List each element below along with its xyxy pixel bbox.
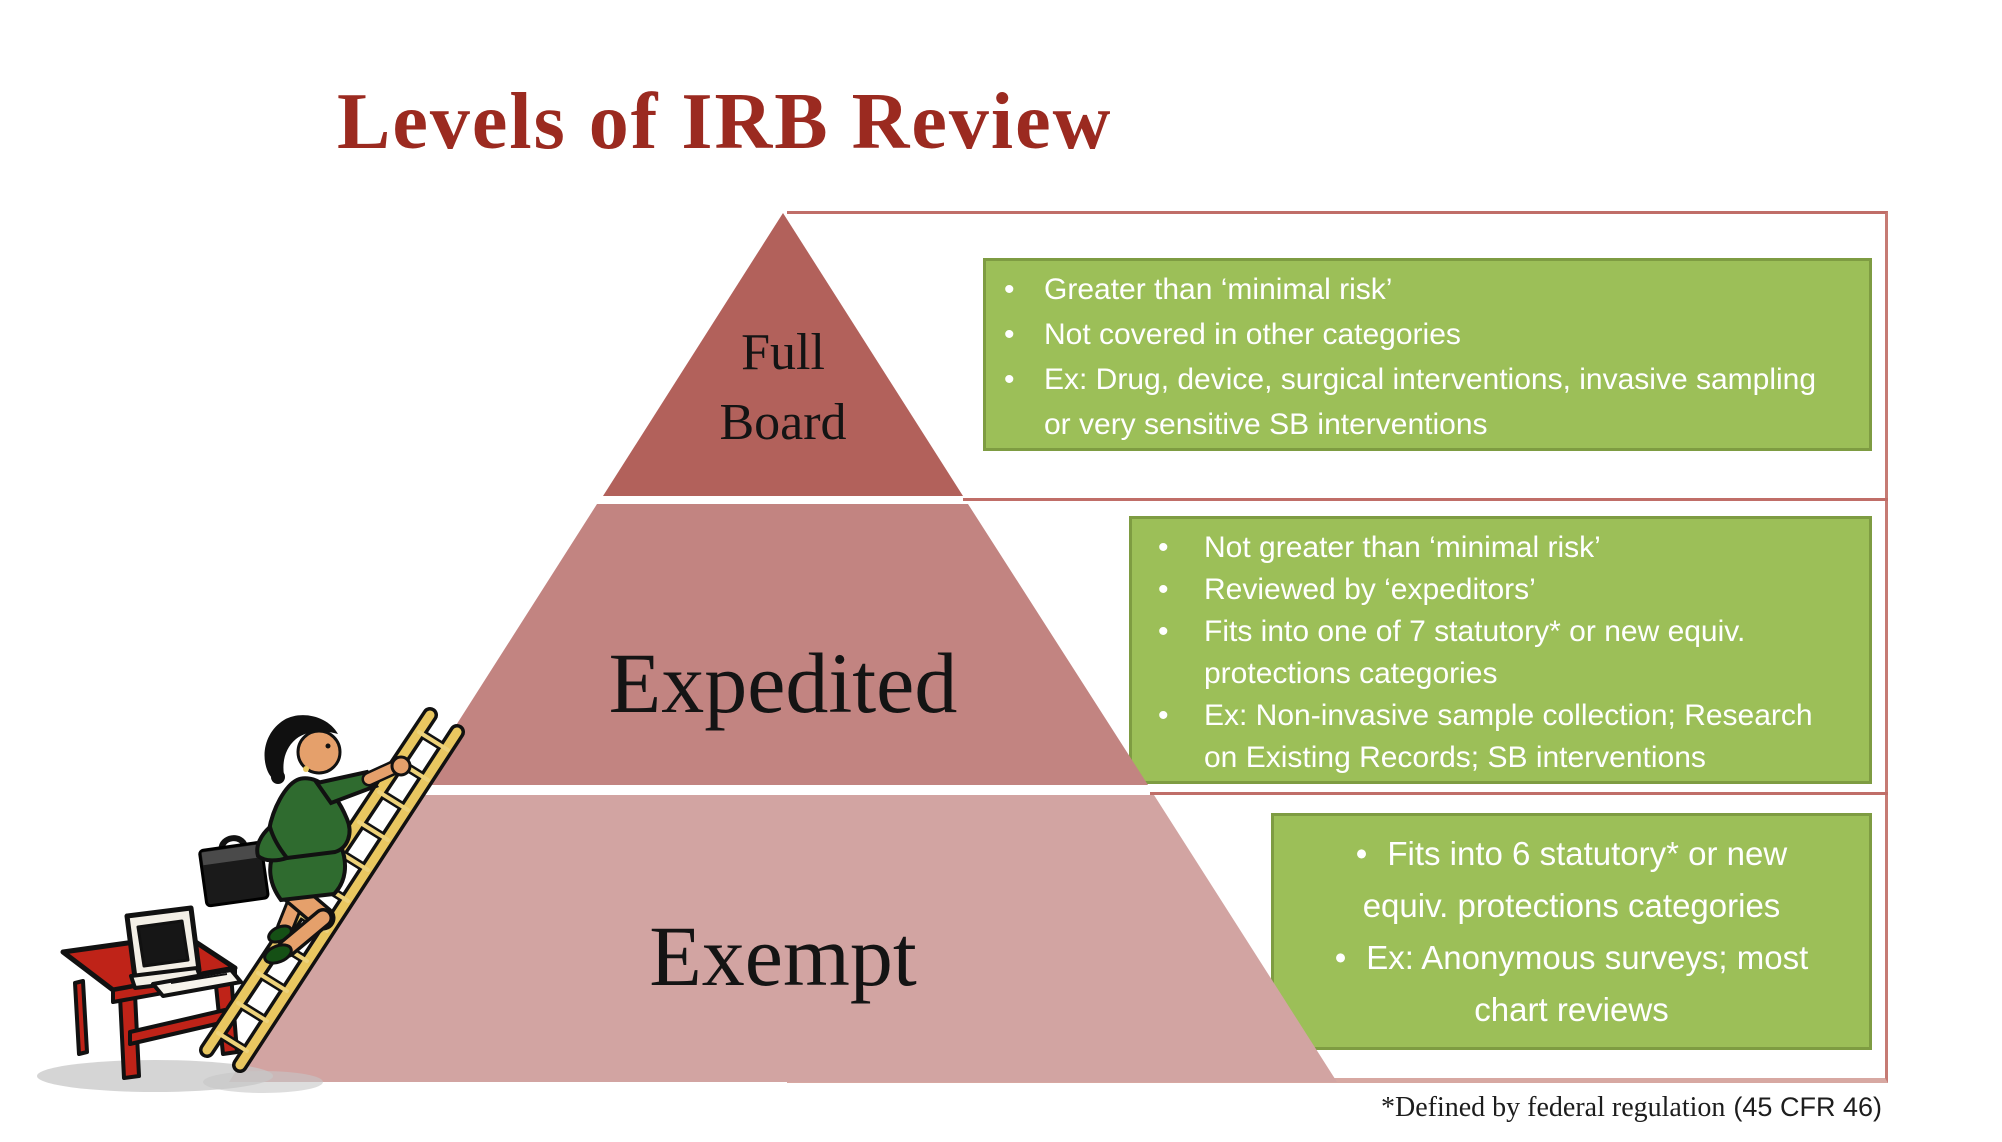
bullet-item: Ex: Anonymous surveys; most chart review… [1274, 932, 1869, 1036]
hair [264, 715, 338, 783]
sleeve [313, 769, 380, 806]
callout-full-board-list: Greater than ‘minimal risk’ Not covered … [986, 261, 1869, 447]
frame-divider-expedited [1150, 792, 1888, 795]
pyramid-level-exempt [229, 795, 1337, 1082]
frame-divider-full-board [963, 498, 1888, 501]
pyramid-level-expedited [418, 504, 1148, 785]
callout-expedited: Not greater than ‘minimal risk’ Reviewed… [1129, 516, 1872, 784]
ladder-shadow [203, 1071, 323, 1093]
callout-full-board: Greater than ‘minimal risk’ Not covered … [983, 258, 1872, 451]
slide-title: Levels of IRB Review [337, 78, 1113, 166]
bullet-item: Greater than ‘minimal risk’ [986, 267, 1869, 312]
computer [124, 905, 243, 998]
computer-screen [136, 919, 190, 968]
footnote-text: *Defined by federal regulation [1381, 1092, 1726, 1123]
bullet-item: Fits into one of 7 statutory* or new equ… [1132, 611, 1869, 695]
bullet-item: Fits into 6 statutory* or new equiv. pro… [1274, 828, 1869, 932]
callout-exempt-list: Fits into 6 statutory* or new equiv. pro… [1274, 816, 1869, 1036]
pyramid-level-full-board [603, 213, 963, 496]
bullet-item: Reviewed by ‘expeditors’ [1132, 569, 1869, 611]
bullet-item: Ex: Non-invasive sample collection; Rese… [1132, 695, 1869, 779]
irb-pyramid [229, 213, 1337, 1082]
footnote-citation: (45 CFR 46) [1733, 1092, 1882, 1122]
callout-frame-border [787, 211, 1888, 1083]
callout-expedited-list: Not greater than ‘minimal risk’ Reviewed… [1132, 519, 1869, 779]
briefcase [198, 835, 270, 908]
bullet-item: Not greater than ‘minimal risk’ [1132, 527, 1869, 569]
bullet-item: Not covered in other categories [986, 312, 1869, 357]
ladder-climb-illustration [37, 707, 465, 1093]
climbing-woman [255, 715, 412, 965]
shoe [263, 943, 293, 965]
earring [303, 766, 309, 772]
computer-keyboard [151, 968, 243, 998]
bullet-item: Ex: Drug, device, surgical interventions… [986, 357, 1869, 447]
hand [390, 755, 412, 777]
footnote: *Defined by federal regulation(45 CFR 46… [1381, 1092, 1882, 1124]
eye [325, 743, 331, 749]
callout-exempt: Fits into 6 statutory* or new equiv. pro… [1271, 813, 1872, 1050]
